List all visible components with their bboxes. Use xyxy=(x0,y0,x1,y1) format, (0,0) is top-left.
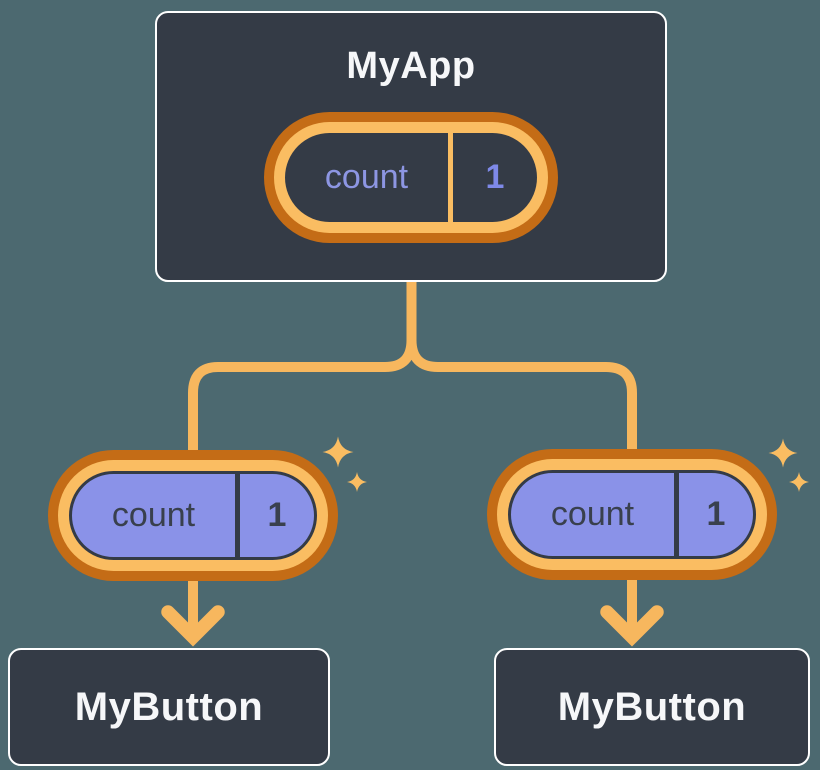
state-pill-body: count 1 xyxy=(285,133,537,222)
state-pill-myapp: count 1 xyxy=(264,112,558,243)
prop-name-label: count xyxy=(111,496,196,534)
arrow-left xyxy=(161,580,225,647)
prop-pill-body: count 1 xyxy=(508,470,756,559)
arrow-right xyxy=(600,578,664,647)
prop-value-label: 1 xyxy=(706,495,726,533)
node-myapp-title: MyApp xyxy=(346,45,476,87)
state-value-label: 1 xyxy=(485,158,505,196)
prop-value-label: 1 xyxy=(267,496,287,534)
node-mybutton-title: MyButton xyxy=(74,684,264,729)
prop-name-label: count xyxy=(550,495,635,533)
prop-pill-divider xyxy=(674,473,679,556)
connector-root-to-right-pill xyxy=(406,282,637,451)
prop-pill-divider xyxy=(235,474,240,557)
prop-pill-left: count 1 xyxy=(48,450,338,581)
node-mybutton-title: MyButton xyxy=(557,684,747,729)
prop-pill-right: count 1 xyxy=(487,449,777,580)
state-pill-divider xyxy=(448,133,453,222)
sparkles-icon-right-pill xyxy=(768,438,809,492)
prop-pill-body: count 1 xyxy=(69,471,317,560)
state-name-label: count xyxy=(324,158,409,196)
node-mybutton-right: MyButton xyxy=(494,648,810,766)
connector-root-to-left-pill xyxy=(188,282,417,452)
node-mybutton-left: MyButton xyxy=(8,648,330,766)
